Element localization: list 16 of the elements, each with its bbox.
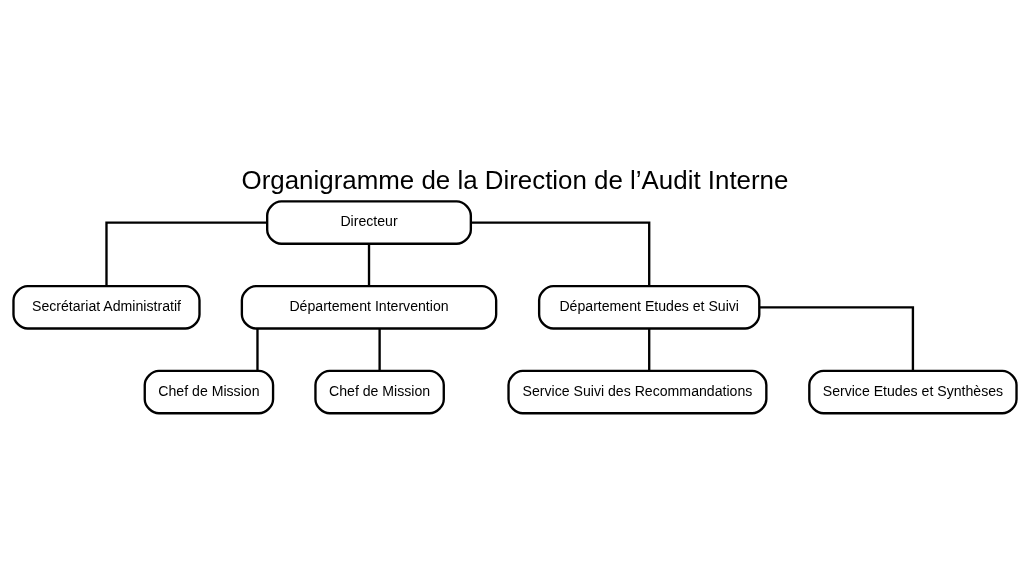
connector bbox=[378, 328, 381, 370]
node-box: Service Etudes et Synthèses bbox=[808, 369, 1018, 414]
node-box: Service Suivi des Recommandations bbox=[507, 369, 768, 414]
node-box: Département Intervention bbox=[240, 284, 498, 330]
connector bbox=[256, 328, 259, 370]
node-box: Secrétariat Administratif bbox=[12, 284, 201, 330]
node-box: Directeur bbox=[266, 199, 473, 245]
connector bbox=[648, 328, 651, 370]
node-box: Chef de Mission bbox=[314, 369, 445, 414]
connector bbox=[470, 220, 651, 286]
connector bbox=[367, 243, 371, 286]
node-box: Chef de Mission bbox=[143, 369, 275, 414]
diagram-title: Organigramme de la Direction de l’Audit Interne bbox=[241, 165, 789, 194]
connector bbox=[105, 220, 268, 286]
connector bbox=[759, 305, 915, 371]
node-box: Département Etudes et Suivi bbox=[537, 284, 761, 330]
